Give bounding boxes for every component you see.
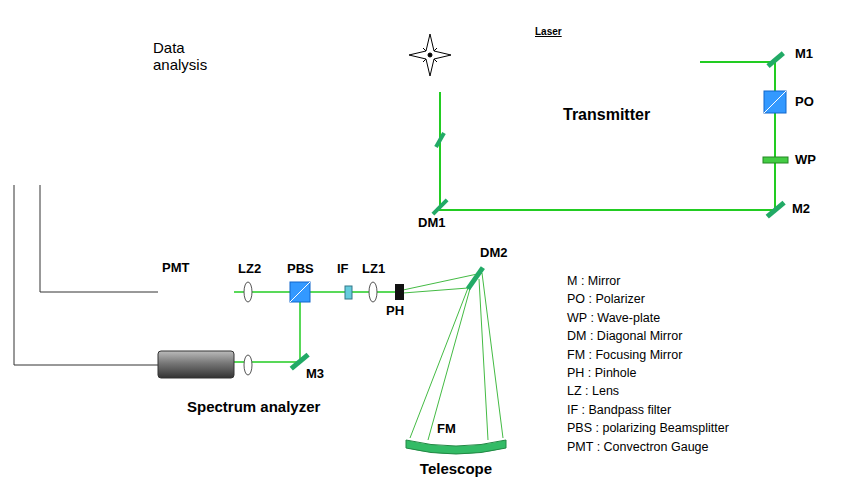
telescope-box-outline xyxy=(400,152,512,455)
wave-plate xyxy=(763,157,788,163)
bandpass-filter xyxy=(345,286,352,299)
part-label: WP xyxy=(795,153,816,168)
legend-entry: DM : Diagonal Mirror xyxy=(567,329,682,343)
legend-entry: PBS : polarizing Beamsplitter xyxy=(567,421,729,435)
pinhole xyxy=(395,284,404,300)
signal-wire xyxy=(40,185,158,292)
spectrum-analyzer-panel: Spectrum analyzerPMT xyxy=(117,218,397,375)
laser-beam xyxy=(440,62,775,210)
part-label: PH xyxy=(386,304,404,319)
computer-node: Data analysis xyxy=(18,25,148,185)
part-label: M1 xyxy=(795,47,813,62)
part-label: FM xyxy=(437,422,456,437)
part-label: DM2 xyxy=(480,246,507,261)
mirror-dm2 xyxy=(466,266,485,290)
window-mirror xyxy=(434,132,445,148)
star-symbol xyxy=(409,34,451,76)
lens-lz2 xyxy=(244,282,252,302)
light-cone xyxy=(403,273,503,440)
part-label: IF xyxy=(337,262,349,277)
computer-node-outline xyxy=(18,25,148,185)
transmitter-panel-outline xyxy=(513,10,835,235)
mirror-dm1 xyxy=(432,199,449,216)
part-label: DM1 xyxy=(418,216,445,231)
pmt-lower xyxy=(158,351,234,378)
pmt-detector: PMT xyxy=(158,258,234,306)
node-label: PMT xyxy=(162,261,189,276)
detection-beam xyxy=(234,292,398,362)
part-label: PBS xyxy=(287,262,314,277)
legend-entry: PH : Pinhole xyxy=(567,366,636,380)
legend-box: M : Mirror PO : Polarizer WP : Wave-plateD… xyxy=(555,265,820,460)
telescope-box: Telescope xyxy=(400,152,512,455)
node-label: Telescope xyxy=(380,460,532,477)
signal-wire xyxy=(14,185,158,365)
part-label: PO xyxy=(795,95,814,110)
mirror-m1 xyxy=(766,51,785,68)
part-label: LZ1 xyxy=(362,262,385,277)
lens-lz1 xyxy=(369,282,377,302)
beamsplitter-cube xyxy=(290,282,310,302)
laser-box: Laser xyxy=(523,18,708,76)
node-label: Laser xyxy=(535,26,562,38)
part-label: M3 xyxy=(306,367,324,382)
node-label: Transmitter xyxy=(563,106,650,124)
transmitter-panel: Transmitter Laser xyxy=(513,10,835,235)
part-label: M2 xyxy=(792,202,810,217)
legend-entry: M : Mirror xyxy=(567,274,620,288)
lens-lower xyxy=(244,355,252,375)
legend-entry: PO : Polarizer xyxy=(567,292,645,306)
spectrum-analyzer-panel-outline xyxy=(117,218,397,375)
polarizer-cube xyxy=(764,91,786,113)
legend-entry: WP : Wave-plate xyxy=(567,311,660,325)
legend-entry: LZ : Lens xyxy=(567,384,619,398)
node-label: Spectrum analyzer xyxy=(187,398,320,415)
focusing-mirror xyxy=(406,440,506,454)
laser-beam-connector xyxy=(512,209,745,211)
mirror-m2 xyxy=(766,201,786,219)
legend-entry: IF : Bandpass filter xyxy=(567,403,671,417)
part-label: LZ2 xyxy=(238,262,261,277)
legend-entry: FM : Focusing Mirror xyxy=(567,348,682,362)
legend-entry: PMT : Convectron Gauge xyxy=(567,440,709,454)
node-label: Data analysis xyxy=(153,39,235,74)
